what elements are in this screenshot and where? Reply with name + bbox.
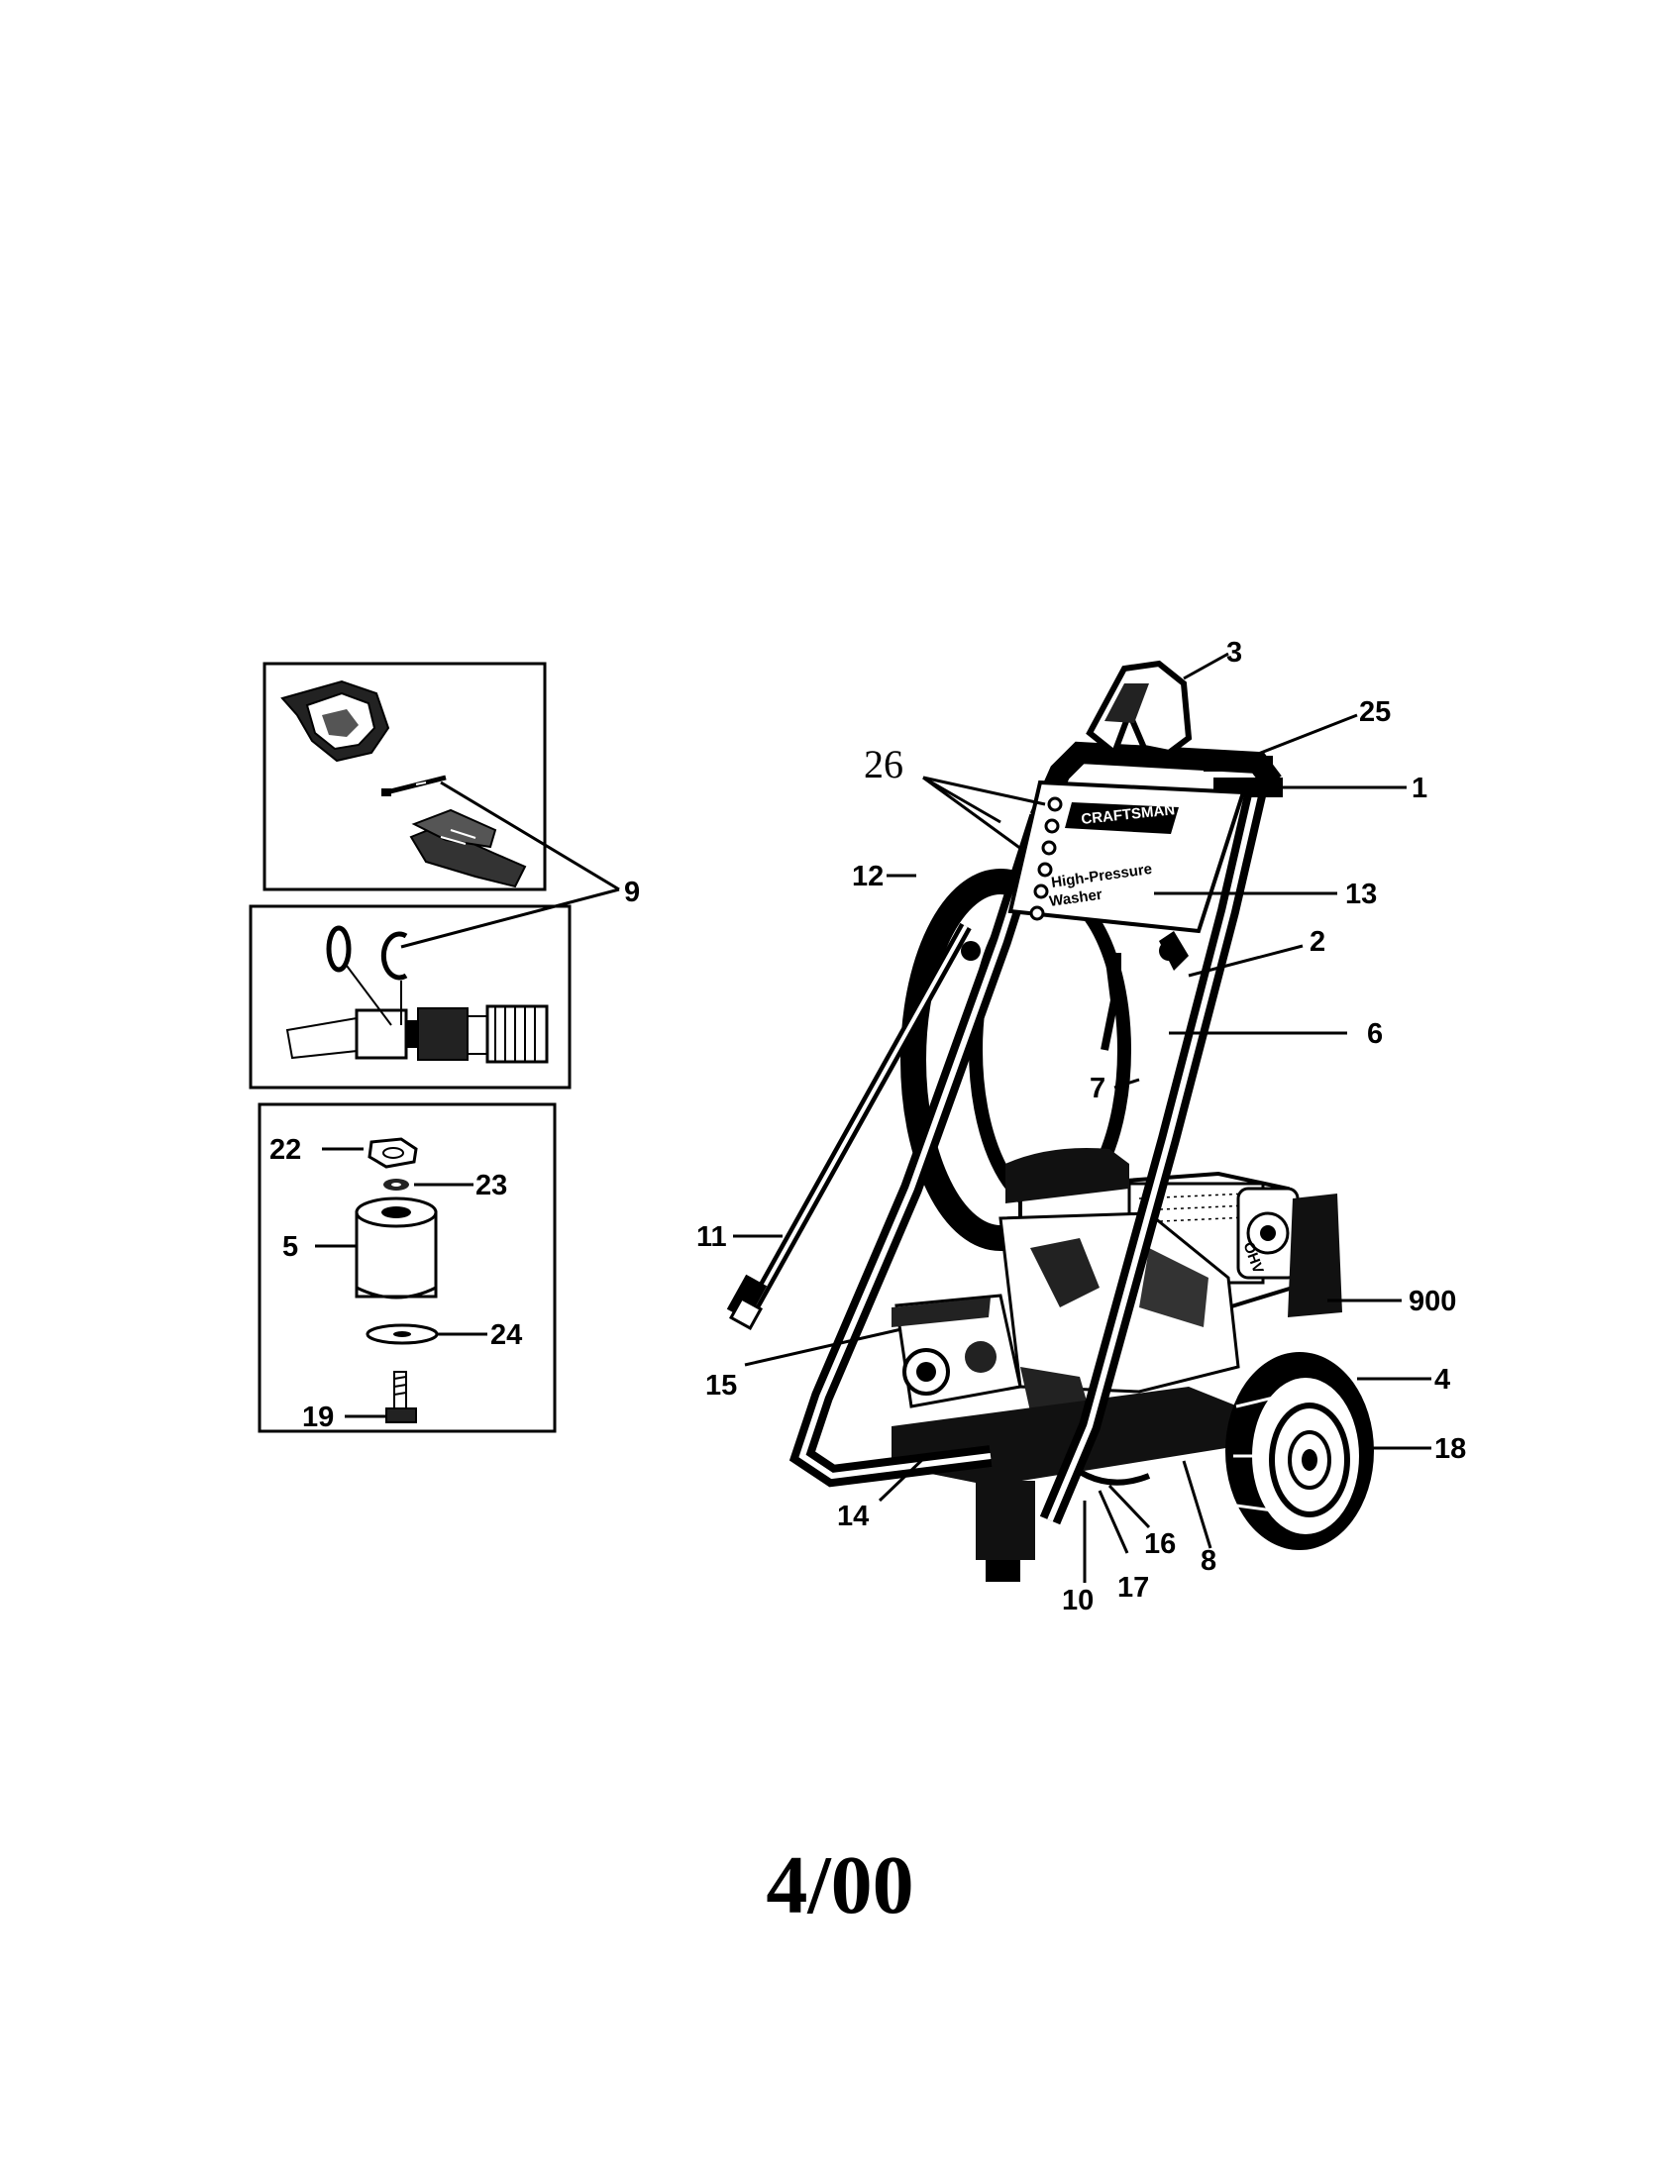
callout-13: 13 <box>1345 879 1377 910</box>
callout-2: 2 <box>1310 926 1325 958</box>
leader-lines <box>315 652 1431 1583</box>
callout-9: 9 <box>624 877 640 908</box>
o-ring-illustration <box>326 925 352 973</box>
callout-16: 16 <box>1144 1528 1176 1560</box>
callout-11: 11 <box>696 1221 727 1253</box>
bolt-illustration <box>385 1371 417 1423</box>
inset-filter-assembly <box>258 1102 557 1433</box>
date-code: 4/00 <box>766 1839 914 1931</box>
threaded-fitting-illustration <box>485 1004 549 1064</box>
callout-15: 15 <box>705 1370 737 1402</box>
spray-gun <box>1086 660 1193 758</box>
callout-5: 5 <box>282 1231 298 1263</box>
callout-900: 900 <box>1409 1286 1456 1317</box>
retaining-clip-illustration <box>380 931 408 981</box>
callout-3: 3 <box>1226 637 1242 669</box>
callout-7: 7 <box>1090 1073 1105 1104</box>
pressure-washer-illustration: OHV <box>726 660 1374 1582</box>
gun-handle-illustration <box>409 808 527 888</box>
callout-24: 24 <box>490 1319 522 1351</box>
control-panel: CRAFTSMAN High-Pressure Washer <box>1007 780 1246 934</box>
callout-18: 18 <box>1434 1433 1466 1465</box>
hex-nut-illustration <box>368 1137 418 1169</box>
callout-12: 12 <box>852 861 884 892</box>
inset-hose-coupling <box>249 904 572 1090</box>
filter-element-illustration <box>355 1196 438 1300</box>
spray-wand <box>726 922 972 1330</box>
callout-22: 22 <box>269 1134 301 1166</box>
callout-8: 8 <box>1201 1545 1216 1577</box>
callout-19: 19 <box>302 1402 334 1433</box>
callout-25: 25 <box>1359 696 1391 728</box>
callout-6: 6 <box>1367 1018 1383 1050</box>
trigger-handle-illustration <box>280 679 390 763</box>
callout-17: 17 <box>1117 1572 1149 1604</box>
callout-labels: 1 2 3 4 5 6 7 8 9 10 11 12 13 14 15 16 1… <box>269 637 1466 1616</box>
inset-spray-gun <box>262 662 547 891</box>
wheel <box>1225 1352 1374 1550</box>
frame-handle <box>788 741 1283 1525</box>
callout-10: 10 <box>1062 1585 1094 1616</box>
hose-connector <box>1101 931 1189 1051</box>
nozzle-tip-illustration <box>381 775 447 796</box>
callout-1: 1 <box>1412 773 1427 804</box>
callout-26: 26 <box>864 742 903 786</box>
callout-4: 4 <box>1434 1364 1450 1396</box>
callout-14: 14 <box>837 1501 869 1532</box>
callout-23: 23 <box>475 1170 507 1201</box>
